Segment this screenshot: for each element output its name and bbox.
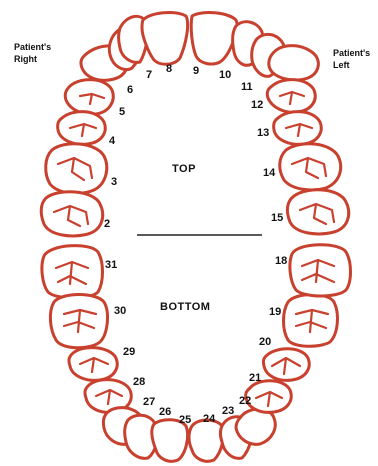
tooth-number-2: 2 <box>104 218 110 230</box>
tooth-number-10: 10 <box>219 69 231 81</box>
tooth-14[interactable] <box>280 144 341 190</box>
tooth-number-13: 13 <box>257 127 269 139</box>
svg-text:Patient's: Patient's <box>333 48 370 58</box>
tooth-4[interactable] <box>58 112 106 145</box>
tooth-number-15: 15 <box>271 212 283 224</box>
tooth-number-26: 26 <box>159 406 171 418</box>
tooth-number-30: 30 <box>114 305 126 317</box>
tooth-18[interactable] <box>290 245 351 296</box>
tooth-number-5: 5 <box>119 106 125 118</box>
tooth-number-31: 31 <box>105 259 117 271</box>
upper-arch <box>41 13 348 236</box>
tooth-number-27: 27 <box>143 396 155 408</box>
tooth-number-11: 11 <box>241 81 253 93</box>
tooth-3[interactable] <box>46 144 107 194</box>
tooth-number-22: 22 <box>239 395 251 407</box>
tooth-number-21: 21 <box>249 372 261 384</box>
tooth-13[interactable] <box>274 112 322 145</box>
patient-left-label: Patient's Left <box>333 48 370 70</box>
patient-right-label: Patient's Right <box>14 42 51 64</box>
tooth-number-20: 20 <box>259 336 271 348</box>
tooth-number-19: 19 <box>269 306 281 318</box>
lower-arch <box>42 245 351 462</box>
svg-text:Patient's: Patient's <box>14 42 51 52</box>
tooth-number-8: 8 <box>166 63 172 75</box>
svg-text:Left: Left <box>333 60 350 70</box>
tooth-number-18: 18 <box>275 255 287 267</box>
tooth-22[interactable] <box>236 409 275 444</box>
tooth-number-4: 4 <box>109 135 116 147</box>
tooth-number-3: 3 <box>111 176 117 188</box>
tooth-2[interactable] <box>41 192 102 236</box>
tooth-8[interactable] <box>142 13 188 65</box>
tooth-9[interactable] <box>191 13 237 64</box>
tooth-number-12: 12 <box>251 99 263 111</box>
tooth-number-25: 25 <box>179 414 191 426</box>
tooth-number-6: 6 <box>127 84 133 96</box>
svg-text:Right: Right <box>14 54 37 64</box>
tooth-5[interactable] <box>65 80 113 115</box>
tooth-number-14: 14 <box>263 167 276 179</box>
tooth-number-28: 28 <box>133 376 145 388</box>
tooth-24[interactable] <box>189 420 224 461</box>
upper-tooth-numbers: 2 3 4 5 6 7 8 9 10 11 12 13 14 15 <box>104 63 283 230</box>
tooth-upper-left-16[interactable] <box>269 46 319 80</box>
bottom-label: BOTTOM <box>160 301 210 313</box>
tooth-number-29: 29 <box>123 346 135 358</box>
tooth-number-9: 9 <box>193 65 199 77</box>
tooth-15[interactable] <box>287 190 348 234</box>
tooth-number-7: 7 <box>146 69 152 81</box>
top-label: TOP <box>172 163 196 175</box>
tooth-20[interactable] <box>263 349 309 381</box>
tooth-number-24: 24 <box>203 413 216 425</box>
tooth-number-23: 23 <box>222 405 234 417</box>
